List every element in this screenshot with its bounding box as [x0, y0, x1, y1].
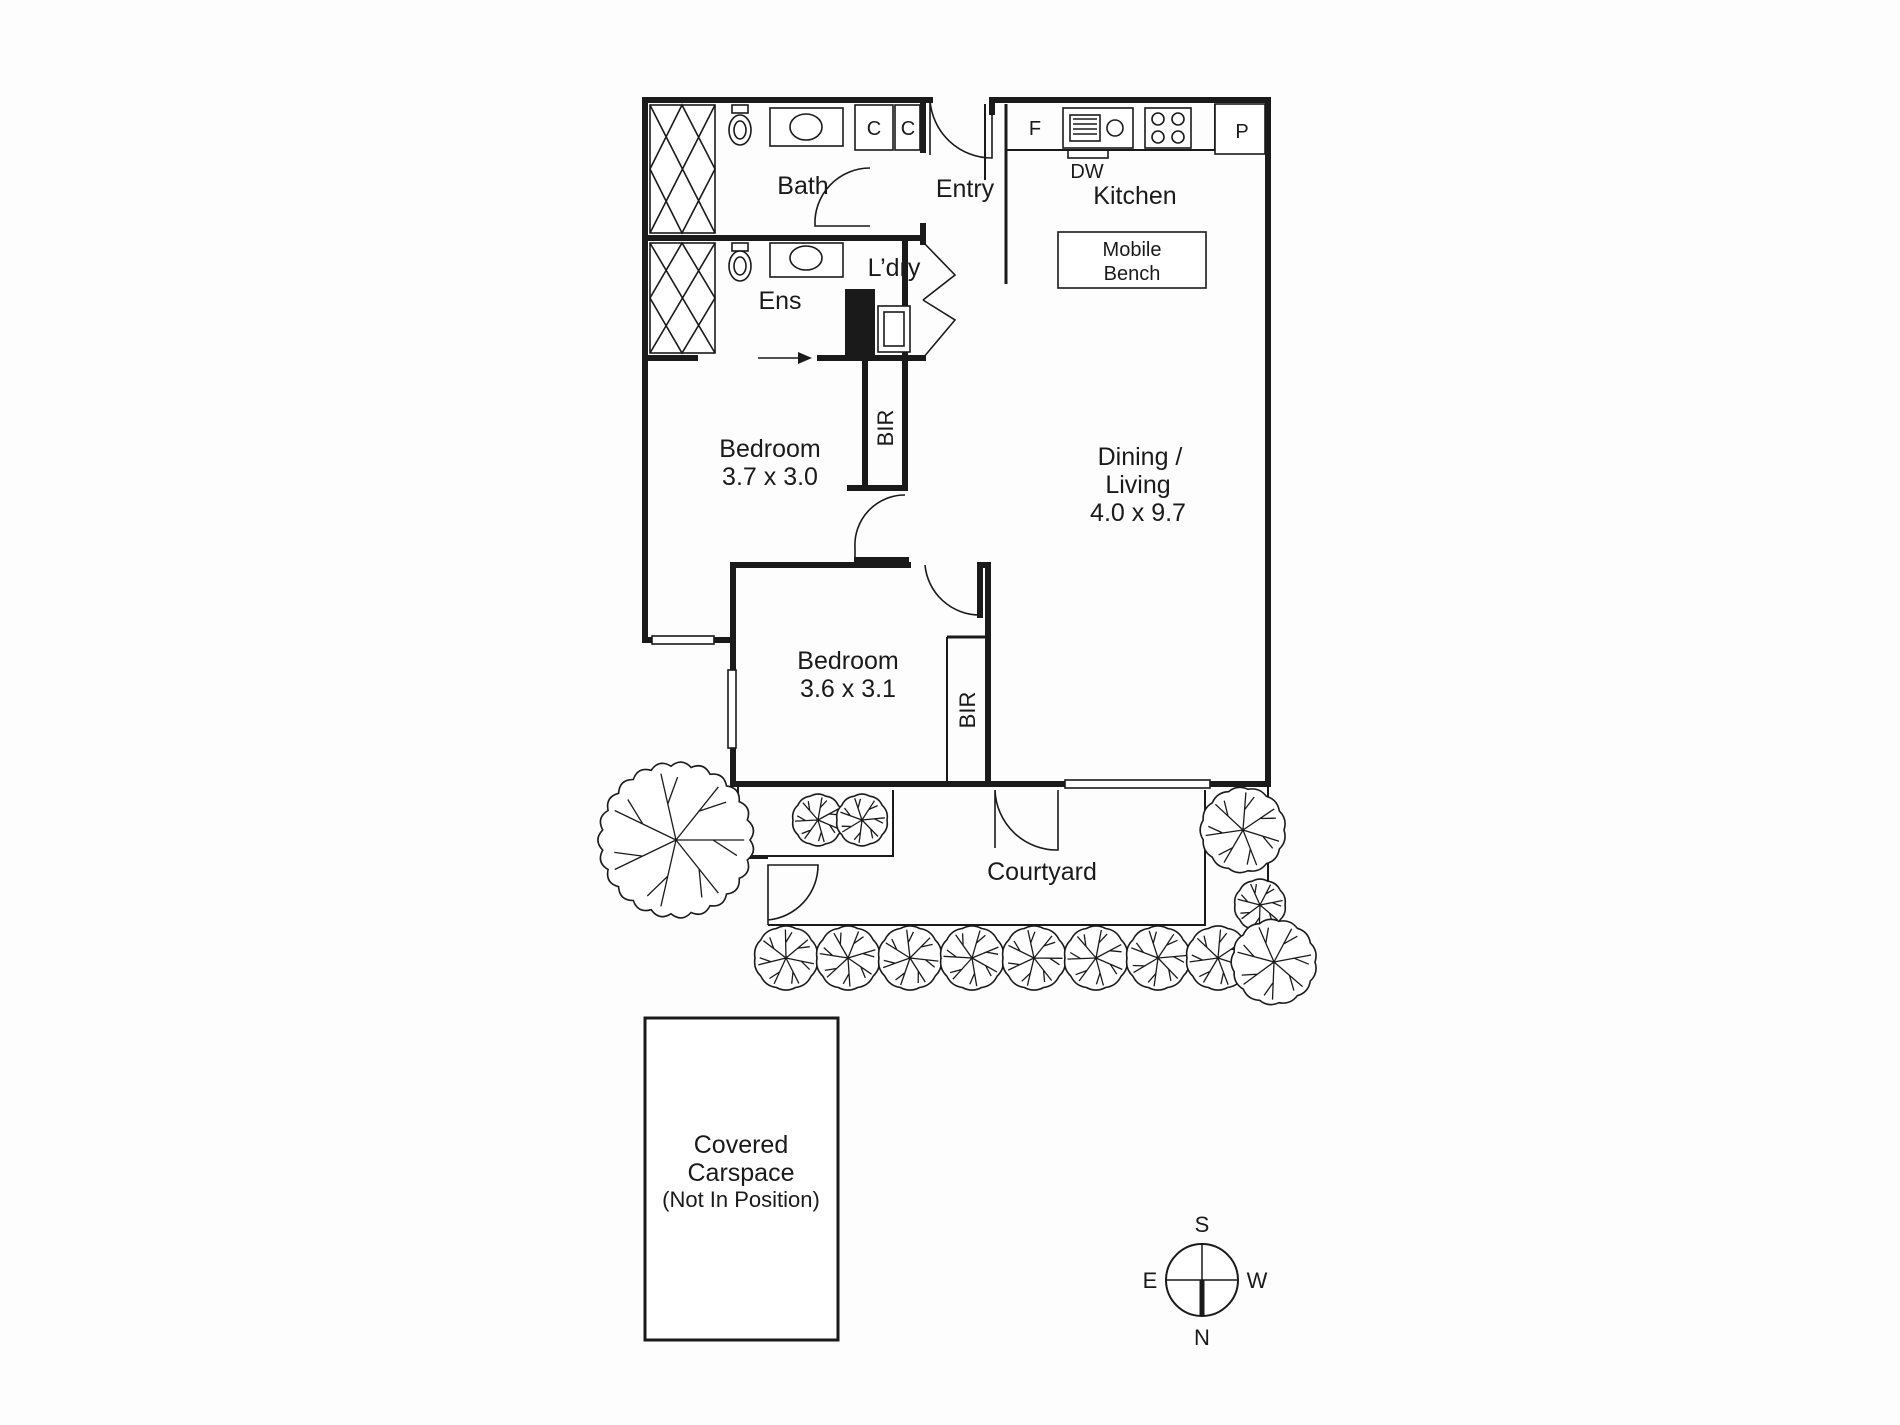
tree-icon	[939, 925, 1005, 991]
tree-icon	[1001, 925, 1067, 991]
windows	[651, 635, 1211, 789]
label-laundry: L’dry	[868, 254, 921, 282]
cooktop-icon	[1144, 107, 1192, 149]
landscaping-trees	[597, 761, 1317, 1006]
label-cupboard-1: C	[867, 118, 881, 140]
label-carspace-1: Covered	[694, 1131, 789, 1159]
label-courtyard: Courtyard	[987, 858, 1097, 886]
compass-rose-icon	[1165, 1243, 1239, 1317]
bath-toilet-icon	[728, 104, 752, 146]
laundry-chute-block	[845, 289, 875, 357]
tree-icon	[1233, 878, 1287, 932]
compass-east: E	[1143, 1268, 1158, 1293]
ensuite-vanity-icon	[769, 242, 844, 278]
label-bath: Bath	[777, 172, 828, 200]
label-dishwasher: DW	[1070, 161, 1103, 183]
label-mobile-bench-2: Bench	[1104, 263, 1161, 285]
tree-icon	[835, 793, 889, 847]
kitchen-bench	[1006, 103, 1266, 155]
tree-icon	[1199, 786, 1286, 874]
cupboards	[854, 104, 921, 151]
label-bir-1: BIR	[873, 410, 898, 447]
label-carspace-2: Carspace	[688, 1159, 795, 1187]
label-kitchen: Kitchen	[1093, 182, 1176, 210]
ensuite-shower	[649, 241, 716, 355]
tree-icon	[877, 925, 943, 991]
kitchen-sink-icon	[1062, 107, 1134, 149]
label-mobile-bench-1: Mobile	[1103, 239, 1162, 261]
laundry-tub-icon	[877, 305, 911, 353]
dishwasher-icon	[1067, 149, 1109, 159]
label-bir-2: BIR	[955, 692, 980, 729]
tree-icon	[753, 925, 819, 991]
label-entry: Entry	[936, 175, 995, 203]
mobile-bench	[1057, 231, 1207, 289]
carspace-outline	[643, 1016, 840, 1342]
label-bedroom-2-name: Bedroom	[797, 647, 898, 675]
tree-icon	[1125, 925, 1191, 991]
label-living-size: 4.0 x 9.7	[1090, 499, 1186, 527]
laundry-bifold-door	[922, 241, 957, 359]
door-swings	[767, 99, 1059, 925]
compass-north: N	[1194, 1325, 1210, 1350]
bath-vanity-icon	[769, 107, 844, 147]
label-living-2: Living	[1105, 471, 1170, 499]
label-bedroom-1-name: Bedroom	[719, 435, 820, 463]
tree-icon	[815, 925, 881, 991]
tree-icon	[791, 793, 845, 847]
compass-south: S	[1195, 1212, 1210, 1237]
tree-icon	[597, 761, 755, 919]
bath-shower	[649, 103, 716, 235]
compass-west: W	[1247, 1268, 1268, 1293]
label-pantry: P	[1235, 121, 1248, 143]
tree-icon	[1063, 925, 1129, 991]
label-bedroom-1-size: 3.7 x 3.0	[722, 463, 818, 491]
label-fridge: F	[1029, 118, 1041, 140]
label-cupboard-2: C	[901, 118, 915, 140]
label-living-1: Dining /	[1098, 443, 1183, 471]
compass-labels: S N E W	[1143, 1212, 1268, 1350]
label-carspace-3: (Not In Position)	[662, 1187, 820, 1212]
label-bedroom-2-size: 3.6 x 3.1	[800, 675, 896, 703]
tree-icon	[1230, 918, 1317, 1006]
label-ensuite: Ens	[758, 287, 801, 315]
sliding-door-arrow-icon	[758, 352, 812, 364]
ensuite-toilet-icon	[728, 242, 752, 282]
room-labels: Bath Entry Kitchen F P DW C C Mobile Ben…	[662, 118, 1249, 1212]
